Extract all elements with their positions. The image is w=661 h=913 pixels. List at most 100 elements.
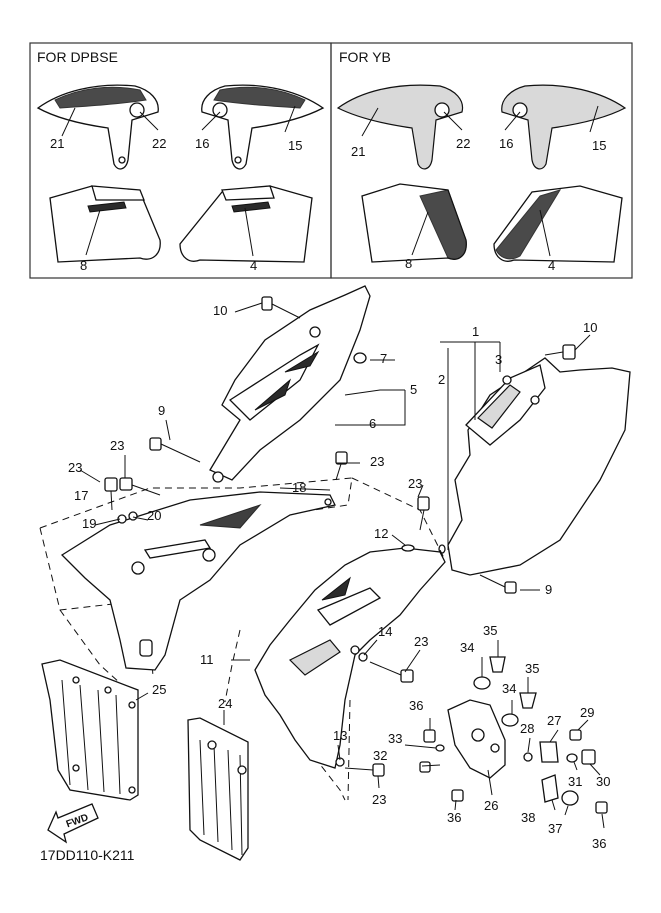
label-inset-l4: 4 [250,258,257,273]
grommet-3 [502,375,512,385]
collar-34-a [473,676,491,690]
drawing-code: 17DD110-K211 [40,847,135,863]
bolt-36-c [595,801,608,814]
label-inset-l22: 22 [152,136,166,151]
clamp-27 [539,741,559,763]
label-33: 33 [388,731,402,746]
collar-35-a [489,656,506,673]
label-28: 28 [520,721,534,736]
side-cover-right [447,357,631,576]
label-inset-l16: 16 [195,136,209,151]
label-23-e: 23 [414,634,428,649]
label-26: 26 [484,798,498,813]
label-7: 7 [380,351,387,366]
label-inset-r16: 16 [499,136,513,151]
label-32: 32 [373,748,387,763]
clip-12 [401,544,415,552]
label-10-right: 10 [583,320,597,335]
label-35-b: 35 [525,661,539,676]
label-34-b: 34 [502,681,516,696]
label-inset-r8: 8 [405,256,412,271]
radiator-guard-24 [187,717,249,861]
inset-dpbse-shroud-left [36,84,159,170]
bolt-32 [419,761,431,773]
label-inset-l21: 21 [50,136,64,151]
label-inset-r22: 22 [456,136,470,151]
label-23-c: 23 [370,454,384,469]
collar-35-b [519,692,537,709]
inset-yb-shroud-right [501,84,627,170]
label-34-a: 34 [460,640,474,655]
label-29: 29 [580,705,594,720]
label-inset-r15: 15 [592,138,606,153]
label-27: 27 [547,713,561,728]
inset-frame-yb [330,42,633,279]
label-20: 20 [147,508,161,523]
label-17: 17 [74,488,88,503]
grommet-37 [561,790,579,806]
label-2: 2 [438,372,445,387]
label-38: 38 [521,810,535,825]
inset-dpbse-sidecover-right [179,185,313,263]
label-36-c: 36 [592,836,606,851]
outline-17 [39,477,353,693]
label-6: 6 [369,416,376,431]
label-1: 1 [472,324,479,339]
label-24: 24 [218,696,232,711]
label-10-left: 10 [213,303,227,318]
label-19: 19 [82,516,96,531]
bolt-36-b [451,789,464,802]
label-12: 12 [374,526,388,541]
bolt-23-shroud-top [417,496,430,531]
label-31: 31 [568,774,582,789]
bolt-23-shroud-low [344,763,385,777]
label-14: 14 [378,624,392,639]
shroud-left [60,491,336,671]
bolt-9-left [149,437,201,463]
label-23-d: 23 [408,476,422,491]
radiator-guard-25 [41,659,139,801]
inset-title-yb: FOR YB [339,49,391,65]
label-30: 30 [596,774,610,789]
collar-14 [358,652,368,662]
screw-29 [569,729,582,741]
label-5: 5 [410,382,417,397]
bolt-23-left-b [119,477,161,496]
bolt-23-upper [335,451,348,481]
number-plate-bracket [447,699,506,779]
collar-38 [541,774,559,803]
label-11: 11 [200,652,214,667]
grommet-7 [353,352,367,364]
inset-yb-sidecover-left [361,183,467,263]
label-23-a: 23 [110,438,124,453]
inset-dpbse-shroud-right [201,84,325,170]
label-inset-r21: 21 [351,144,365,159]
label-13: 13 [333,728,347,743]
label-18: 18 [292,480,306,495]
label-9-right: 9 [545,582,552,597]
bolt-23-left-a [104,477,118,511]
bolt-23-shroud-mid [369,661,414,683]
bolt-10-left [261,296,301,319]
washer-31 [566,753,578,763]
label-35-a: 35 [483,623,497,638]
label-3: 3 [495,352,502,367]
washer-28 [523,752,533,762]
inset-dpbse-sidecover-left [49,185,161,263]
bolt-9-right [479,574,517,594]
grommet-20 [128,511,138,521]
bolt-10-right [544,344,576,360]
label-36-a: 36 [409,698,423,713]
bolt-36-a [423,729,436,743]
collar-34-b [501,713,519,727]
label-23-f: 23 [372,792,386,807]
label-23-b: 23 [68,460,82,475]
label-inset-l8: 8 [80,258,87,273]
screw-33 [435,744,445,752]
inset-yb-sidecover-right [493,185,623,263]
label-inset-l15: 15 [288,138,302,153]
side-cover-left [209,285,371,483]
label-36-b: 36 [447,810,461,825]
inset-title-dpbse: FOR DPBSE [37,49,118,65]
